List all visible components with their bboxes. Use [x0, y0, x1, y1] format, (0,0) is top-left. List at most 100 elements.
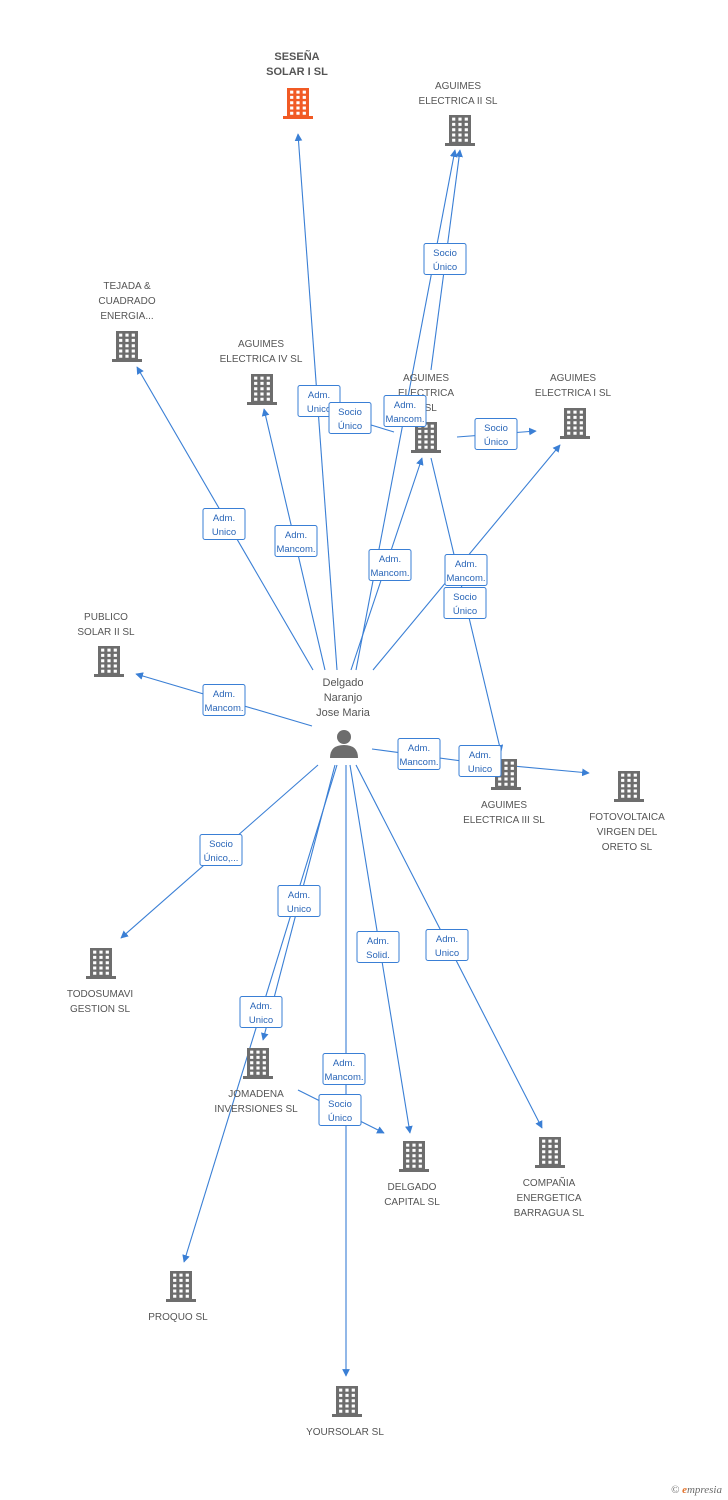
relation-label[interactable]: Adm. Unico — [458, 745, 502, 777]
company-node-yoursolar[interactable]: YOURSOLAR SL — [306, 1386, 384, 1438]
company-name-line: CAPITAL SL — [384, 1197, 440, 1208]
company-name-line: ELECTRICA II SL — [419, 96, 498, 107]
company-name-line: FOTOVOLTAICA — [589, 812, 665, 823]
person-name-line: Delgado — [323, 677, 364, 689]
company-name-line: AGUIMES — [550, 373, 596, 384]
relation-label-box — [474, 418, 518, 450]
relation-label[interactable]: Adm.Mancom. — [274, 525, 318, 557]
relation-label[interactable]: SocioÚnico,... — [199, 834, 243, 866]
building-icon — [445, 115, 475, 146]
relation-label-text: Único — [328, 1113, 352, 1124]
relation-label[interactable]: Adm. Mancom. — [383, 395, 427, 427]
building-icon — [283, 88, 313, 119]
company-name-line: BARRAGUA SL — [514, 1208, 585, 1219]
relation-label-text: Único — [338, 421, 362, 432]
building-icon — [112, 331, 142, 362]
relation-label[interactable]: Adm. Mancom. — [444, 554, 488, 586]
relation-label-box — [423, 243, 467, 275]
relation-label[interactable]: Adm.Mancom. — [397, 738, 441, 770]
relation-label[interactable]: Adm.Unico — [202, 508, 246, 540]
relation-label-box — [397, 738, 441, 770]
relation-label-text: Socio — [433, 248, 457, 259]
relation-label[interactable]: Adm.Unico — [425, 929, 469, 961]
relation-label-box — [318, 1094, 362, 1126]
relation-label-text: Mancom. — [385, 414, 424, 425]
relation-label-text: Mancom. — [276, 544, 315, 555]
person-icon — [330, 730, 358, 758]
company-name-line: PROQUO SL — [148, 1312, 208, 1323]
relation-label-text: Adm. — [333, 1058, 355, 1069]
relation-label[interactable]: Adm.Unico — [277, 885, 321, 917]
relation-label-text: Unico — [468, 764, 492, 775]
relation-label-box — [202, 684, 246, 716]
copyright-symbol: © — [670, 1484, 680, 1496]
relation-label-text: Adm. — [408, 743, 430, 754]
company-node-tejada[interactable]: TEJADA &CUADRADOENERGIA... — [98, 281, 156, 362]
relation-label[interactable]: Adm.Unico — [239, 996, 283, 1028]
relation-label-text: Mancom. — [446, 573, 485, 584]
building-icon — [247, 374, 277, 405]
company-name-line: JOMADENA — [228, 1089, 284, 1100]
relation-label-text: Socio — [328, 1099, 352, 1110]
relation-label-box — [277, 885, 321, 917]
building-icon — [86, 948, 116, 979]
building-icon — [411, 422, 441, 453]
relation-label-text: Mancom. — [370, 568, 409, 579]
relation-label[interactable]: Adm. Mancom. — [368, 549, 412, 581]
relation-label-text: Socio — [453, 592, 477, 603]
company-node-fotovoltaica[interactable]: FOTOVOLTAICA VIRGEN DEL ORETO SL — [589, 771, 665, 853]
building-icon — [535, 1137, 565, 1168]
brand-footer[interactable]: © empresia — [671, 1484, 722, 1496]
relation-label-box — [239, 996, 283, 1028]
relation-label-box — [356, 931, 400, 963]
person-name-line: Naranjo — [324, 692, 363, 704]
relation-label[interactable]: Adm.Mancom. — [202, 684, 246, 716]
relation-label-text: Adm. — [379, 554, 401, 565]
company-name-line: ORETO SL — [602, 842, 653, 853]
company-name-line: AGUIMES — [435, 81, 481, 92]
company-name-line: SOLAR II SL — [77, 627, 135, 638]
company-node-aguimes2[interactable]: AGUIMES ELECTRICA II SL — [419, 81, 498, 146]
company-name-line: VIRGEN DEL — [597, 827, 658, 838]
relation-label-text: Unico — [249, 1015, 273, 1026]
company-node-proquo[interactable]: PROQUO SL — [148, 1271, 208, 1323]
relation-label-text: Adm. — [394, 400, 416, 411]
company-name-line: ELECTRICA III SL — [463, 815, 545, 826]
company-name-line: SOLAR I SL — [266, 66, 328, 78]
company-name-line: TEJADA & — [103, 281, 151, 292]
relation-label-text: Unico — [307, 404, 331, 415]
building-icon — [332, 1386, 362, 1417]
relation-label-text: Adm. — [455, 559, 477, 570]
relation-label-text: Adm. — [436, 934, 458, 945]
building-icon — [94, 646, 124, 677]
company-name-line: AGUIMES — [238, 339, 284, 350]
relation-label-text: Adm. — [288, 890, 310, 901]
relation-label-box — [199, 834, 243, 866]
relation-label-text: Adm. — [469, 750, 491, 761]
company-name-line: COMPAÑIA — [523, 1176, 576, 1189]
relation-label[interactable]: Adm.Solid. — [356, 931, 400, 963]
brand-name: mpresia — [686, 1484, 722, 1496]
relation-label-text: Adm. — [308, 390, 330, 401]
brand-initial: e — [682, 1484, 687, 1496]
building-icon — [560, 408, 590, 439]
relation-label[interactable]: Adm.Mancom. — [322, 1053, 366, 1085]
relation-label-text: Único,... — [204, 853, 239, 864]
